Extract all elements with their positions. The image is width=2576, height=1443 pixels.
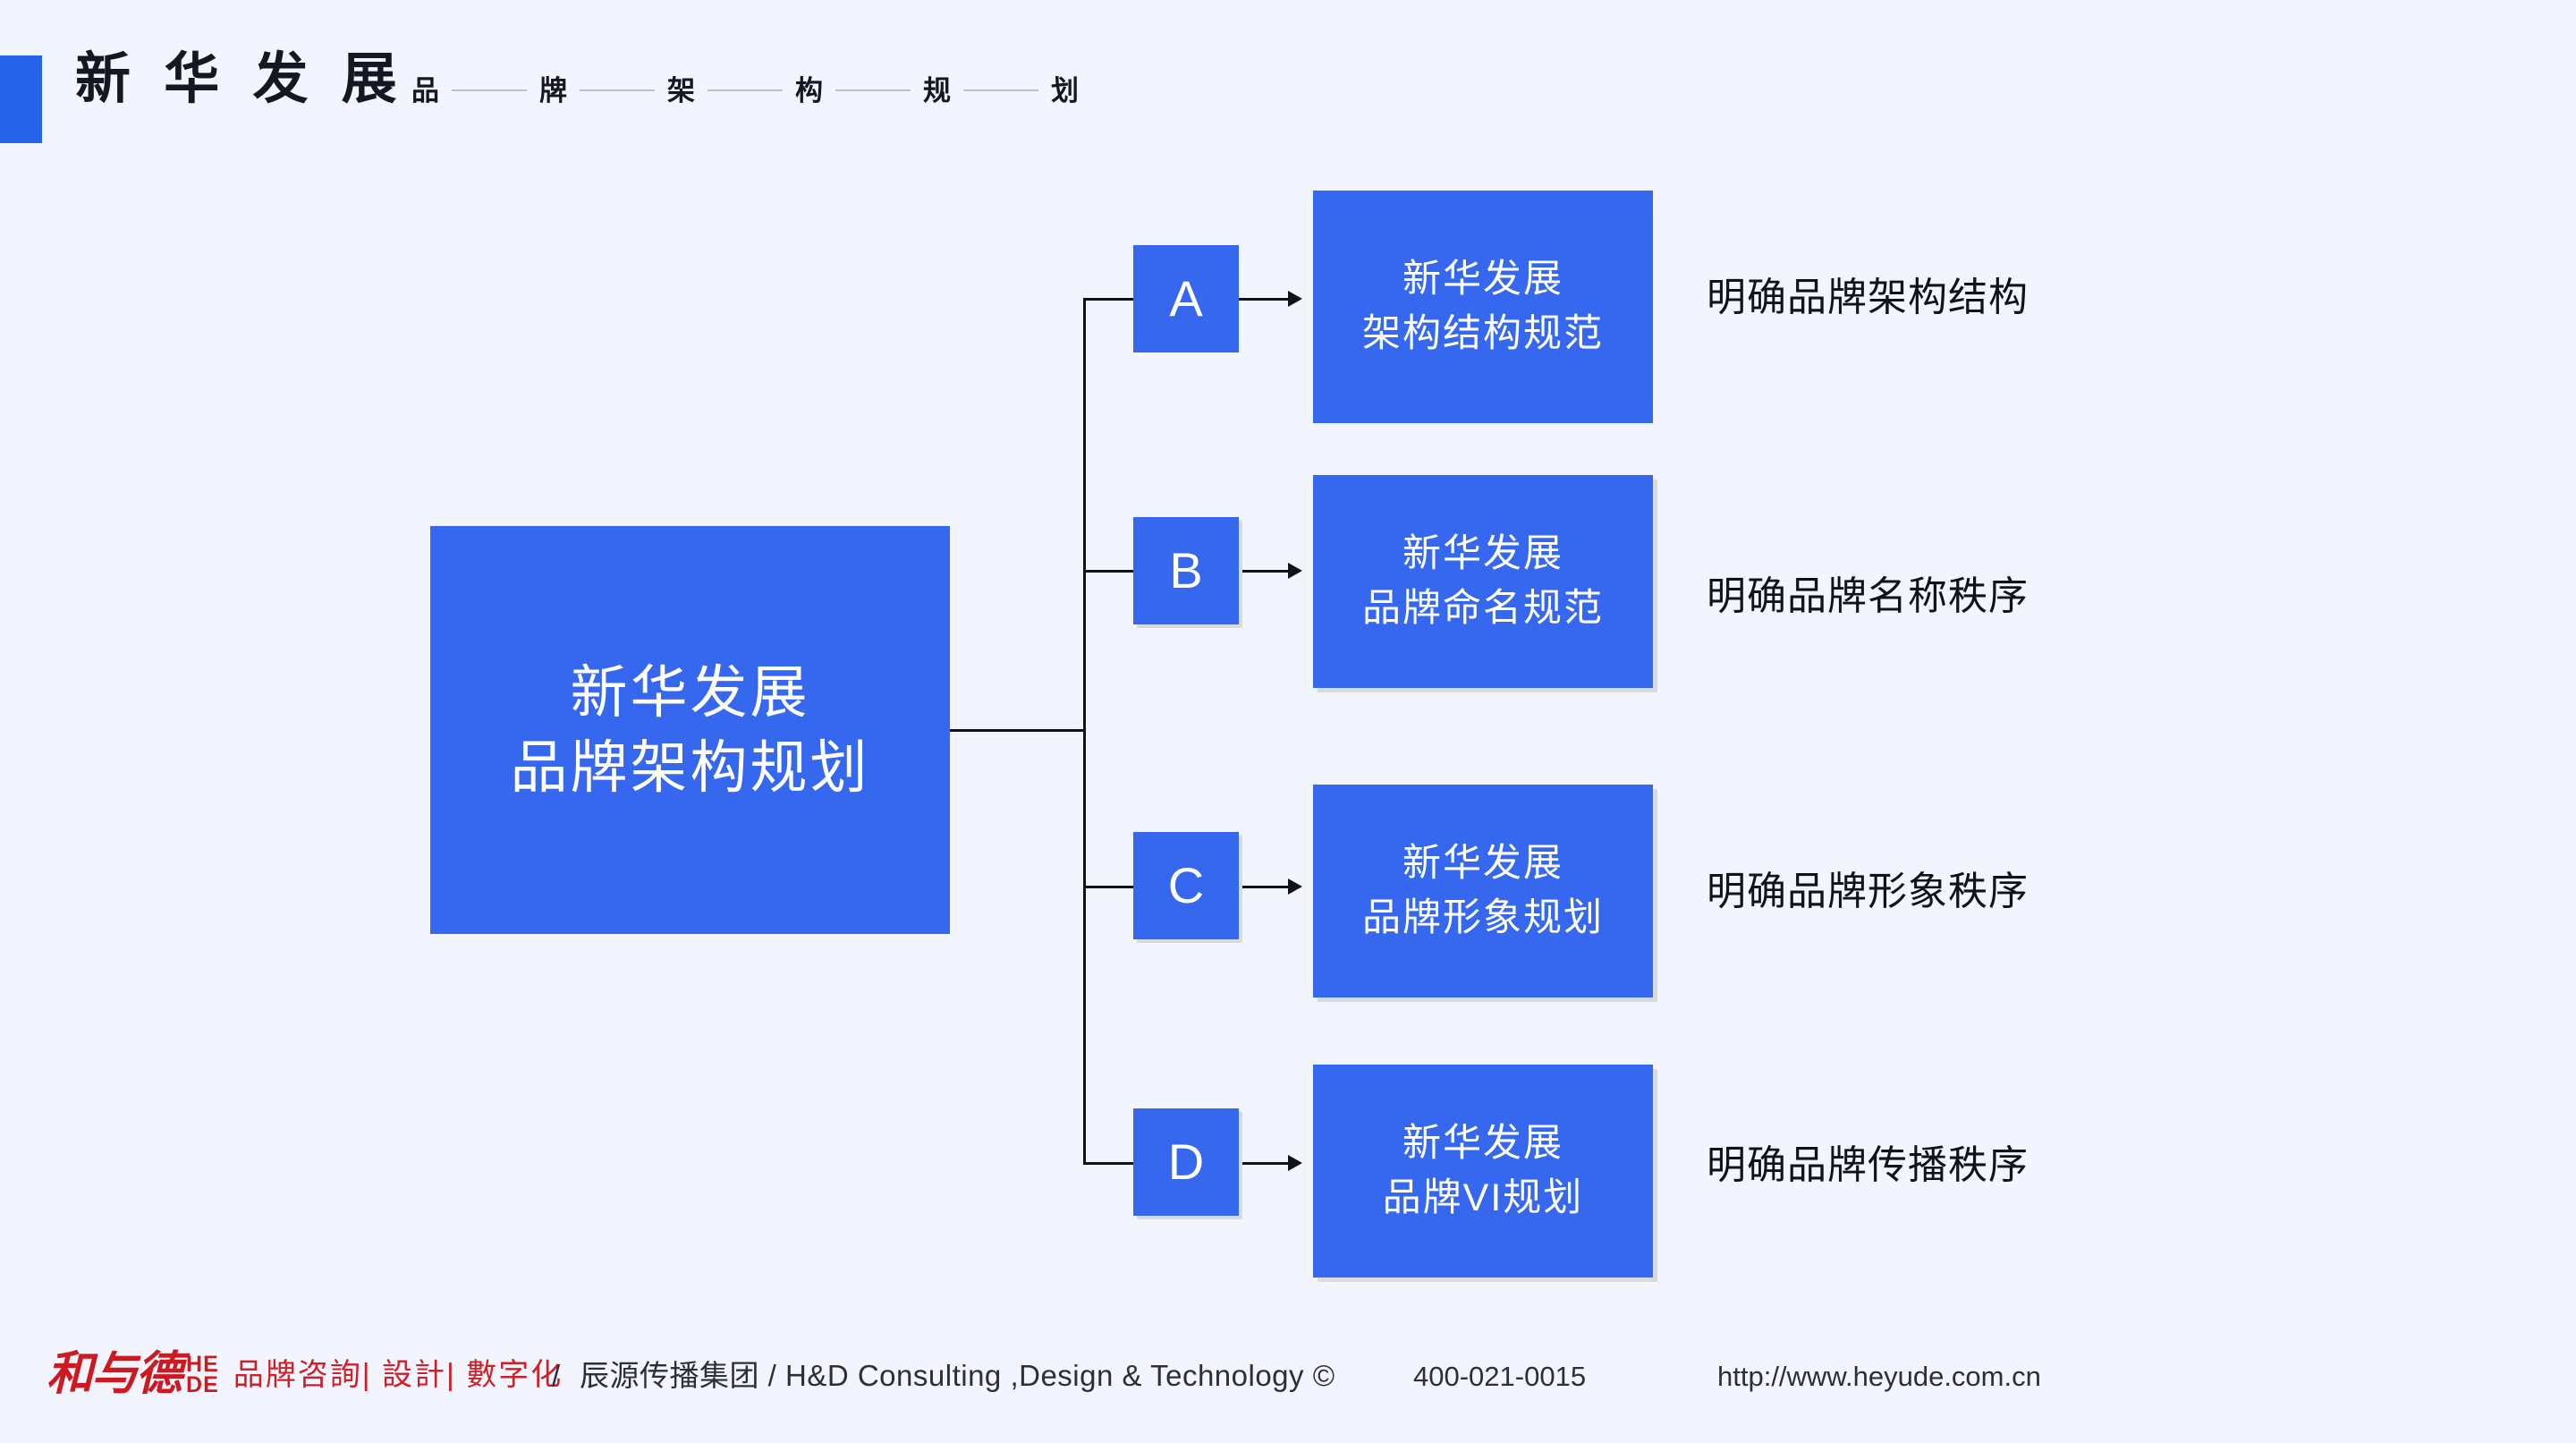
heyude-logo: 和与德 HE DE 品牌咨詢| 設計| 數字化 bbox=[47, 1352, 563, 1398]
step-char-2: 牌 bbox=[539, 74, 567, 106]
page-title: 新 华 发 展 bbox=[75, 48, 406, 110]
footer-separator: / bbox=[552, 1359, 561, 1392]
arrow-head-d-icon bbox=[1288, 1155, 1302, 1171]
slide-footer: 和与德 HE DE 品牌咨詢| 設計| 數字化 / 辰源传播集团 / H&D C… bbox=[0, 1325, 2576, 1443]
connector-stub-c bbox=[1083, 886, 1133, 888]
branch-box-a[interactable]: 新华发展 架构结构规范 bbox=[1313, 191, 1653, 423]
branch-box-a-line-2: 架构结构规范 bbox=[1362, 312, 1604, 355]
branch-letter-d[interactable]: D bbox=[1133, 1108, 1239, 1216]
logo-tagline: 品牌咨詢| 設計| 數字化 bbox=[233, 1358, 564, 1392]
connector-arrow-d-line bbox=[1239, 1162, 1291, 1165]
logo-abbr-top: HE bbox=[186, 1351, 219, 1377]
root-node-line-1: 新华发展 bbox=[570, 659, 810, 725]
step-char-3: 架 bbox=[667, 74, 695, 106]
branch-box-b-line-1: 新华发展 bbox=[1402, 531, 1563, 575]
branch-box-d-line-2: 品牌VI规划 bbox=[1382, 1176, 1584, 1219]
step-dash-icon bbox=[963, 89, 1038, 91]
branch-letter-a[interactable]: A bbox=[1133, 245, 1239, 352]
branch-box-a-line-1: 新华发展 bbox=[1402, 257, 1563, 301]
step-char-4: 构 bbox=[795, 74, 823, 106]
branch-box-c-line-2: 品牌形象规划 bbox=[1362, 896, 1604, 939]
branch-box-d-line-1: 新华发展 bbox=[1402, 1121, 1563, 1165]
branch-letter-b[interactable]: B bbox=[1133, 517, 1239, 624]
step-char-5: 规 bbox=[923, 74, 951, 106]
footer-company-name: 辰源传播集团 / H&D Consulting ,Design & Techno… bbox=[580, 1359, 1335, 1392]
arrow-head-b-icon bbox=[1288, 563, 1302, 579]
branch-box-b-line-2: 品牌命名规范 bbox=[1362, 587, 1604, 630]
logo-abbr-bottom: DE bbox=[186, 1372, 219, 1397]
step-char-6: 划 bbox=[1051, 74, 1079, 106]
footer-url[interactable]: http://www.heyude.com.cn bbox=[1717, 1361, 2041, 1392]
arrow-head-c-icon bbox=[1288, 879, 1302, 895]
branch-box-c-line-1: 新华发展 bbox=[1402, 841, 1563, 885]
branch-box-c[interactable]: 新华发展 品牌形象规划 bbox=[1313, 785, 1653, 997]
header-accent-bar bbox=[0, 55, 42, 143]
connector-trunk-horizontal bbox=[950, 729, 1086, 732]
branch-description-c: 明确品牌形象秩序 bbox=[1707, 870, 2029, 913]
branch-description-a: 明确品牌架构结构 bbox=[1707, 276, 2029, 319]
logo-abbreviation: HE DE bbox=[186, 1351, 219, 1397]
step-dash-icon bbox=[708, 89, 783, 91]
connector-stub-a bbox=[1083, 298, 1133, 301]
step-dash-icon bbox=[835, 89, 911, 91]
connector-stub-b bbox=[1083, 570, 1133, 573]
branch-letter-c[interactable]: C bbox=[1133, 832, 1239, 939]
branch-description-b: 明确品牌名称秩序 bbox=[1707, 574, 2029, 618]
branch-description-d: 明确品牌传播秩序 bbox=[1707, 1143, 2029, 1187]
connector-stub-d bbox=[1083, 1162, 1133, 1165]
branch-box-b[interactable]: 新华发展 品牌命名规范 bbox=[1313, 475, 1653, 688]
footer-phone: 400-021-0015 bbox=[1413, 1361, 1587, 1392]
connector-arrow-b-line bbox=[1239, 570, 1291, 573]
step-char-1: 品 bbox=[411, 74, 439, 106]
connector-spine-vertical bbox=[1083, 298, 1086, 1163]
connector-arrow-a-line bbox=[1239, 298, 1291, 301]
header-step-sequence: 品 牌 架 构 规 划 bbox=[411, 66, 1079, 115]
arrow-head-a-icon bbox=[1288, 291, 1302, 307]
step-dash-icon bbox=[452, 89, 527, 91]
step-dash-icon bbox=[580, 89, 655, 91]
slide-header: 新 华 发 展 品 牌 架 构 规 划 bbox=[0, 0, 2576, 188]
logo-wordmark: 和与德 bbox=[47, 1349, 182, 1400]
root-node-line-2: 品牌架构规划 bbox=[510, 735, 870, 800]
root-node: 新华发展 品牌架构规划 bbox=[430, 526, 950, 934]
branch-box-d[interactable]: 新华发展 品牌VI规划 bbox=[1313, 1065, 1653, 1277]
connector-arrow-c-line bbox=[1239, 886, 1291, 888]
